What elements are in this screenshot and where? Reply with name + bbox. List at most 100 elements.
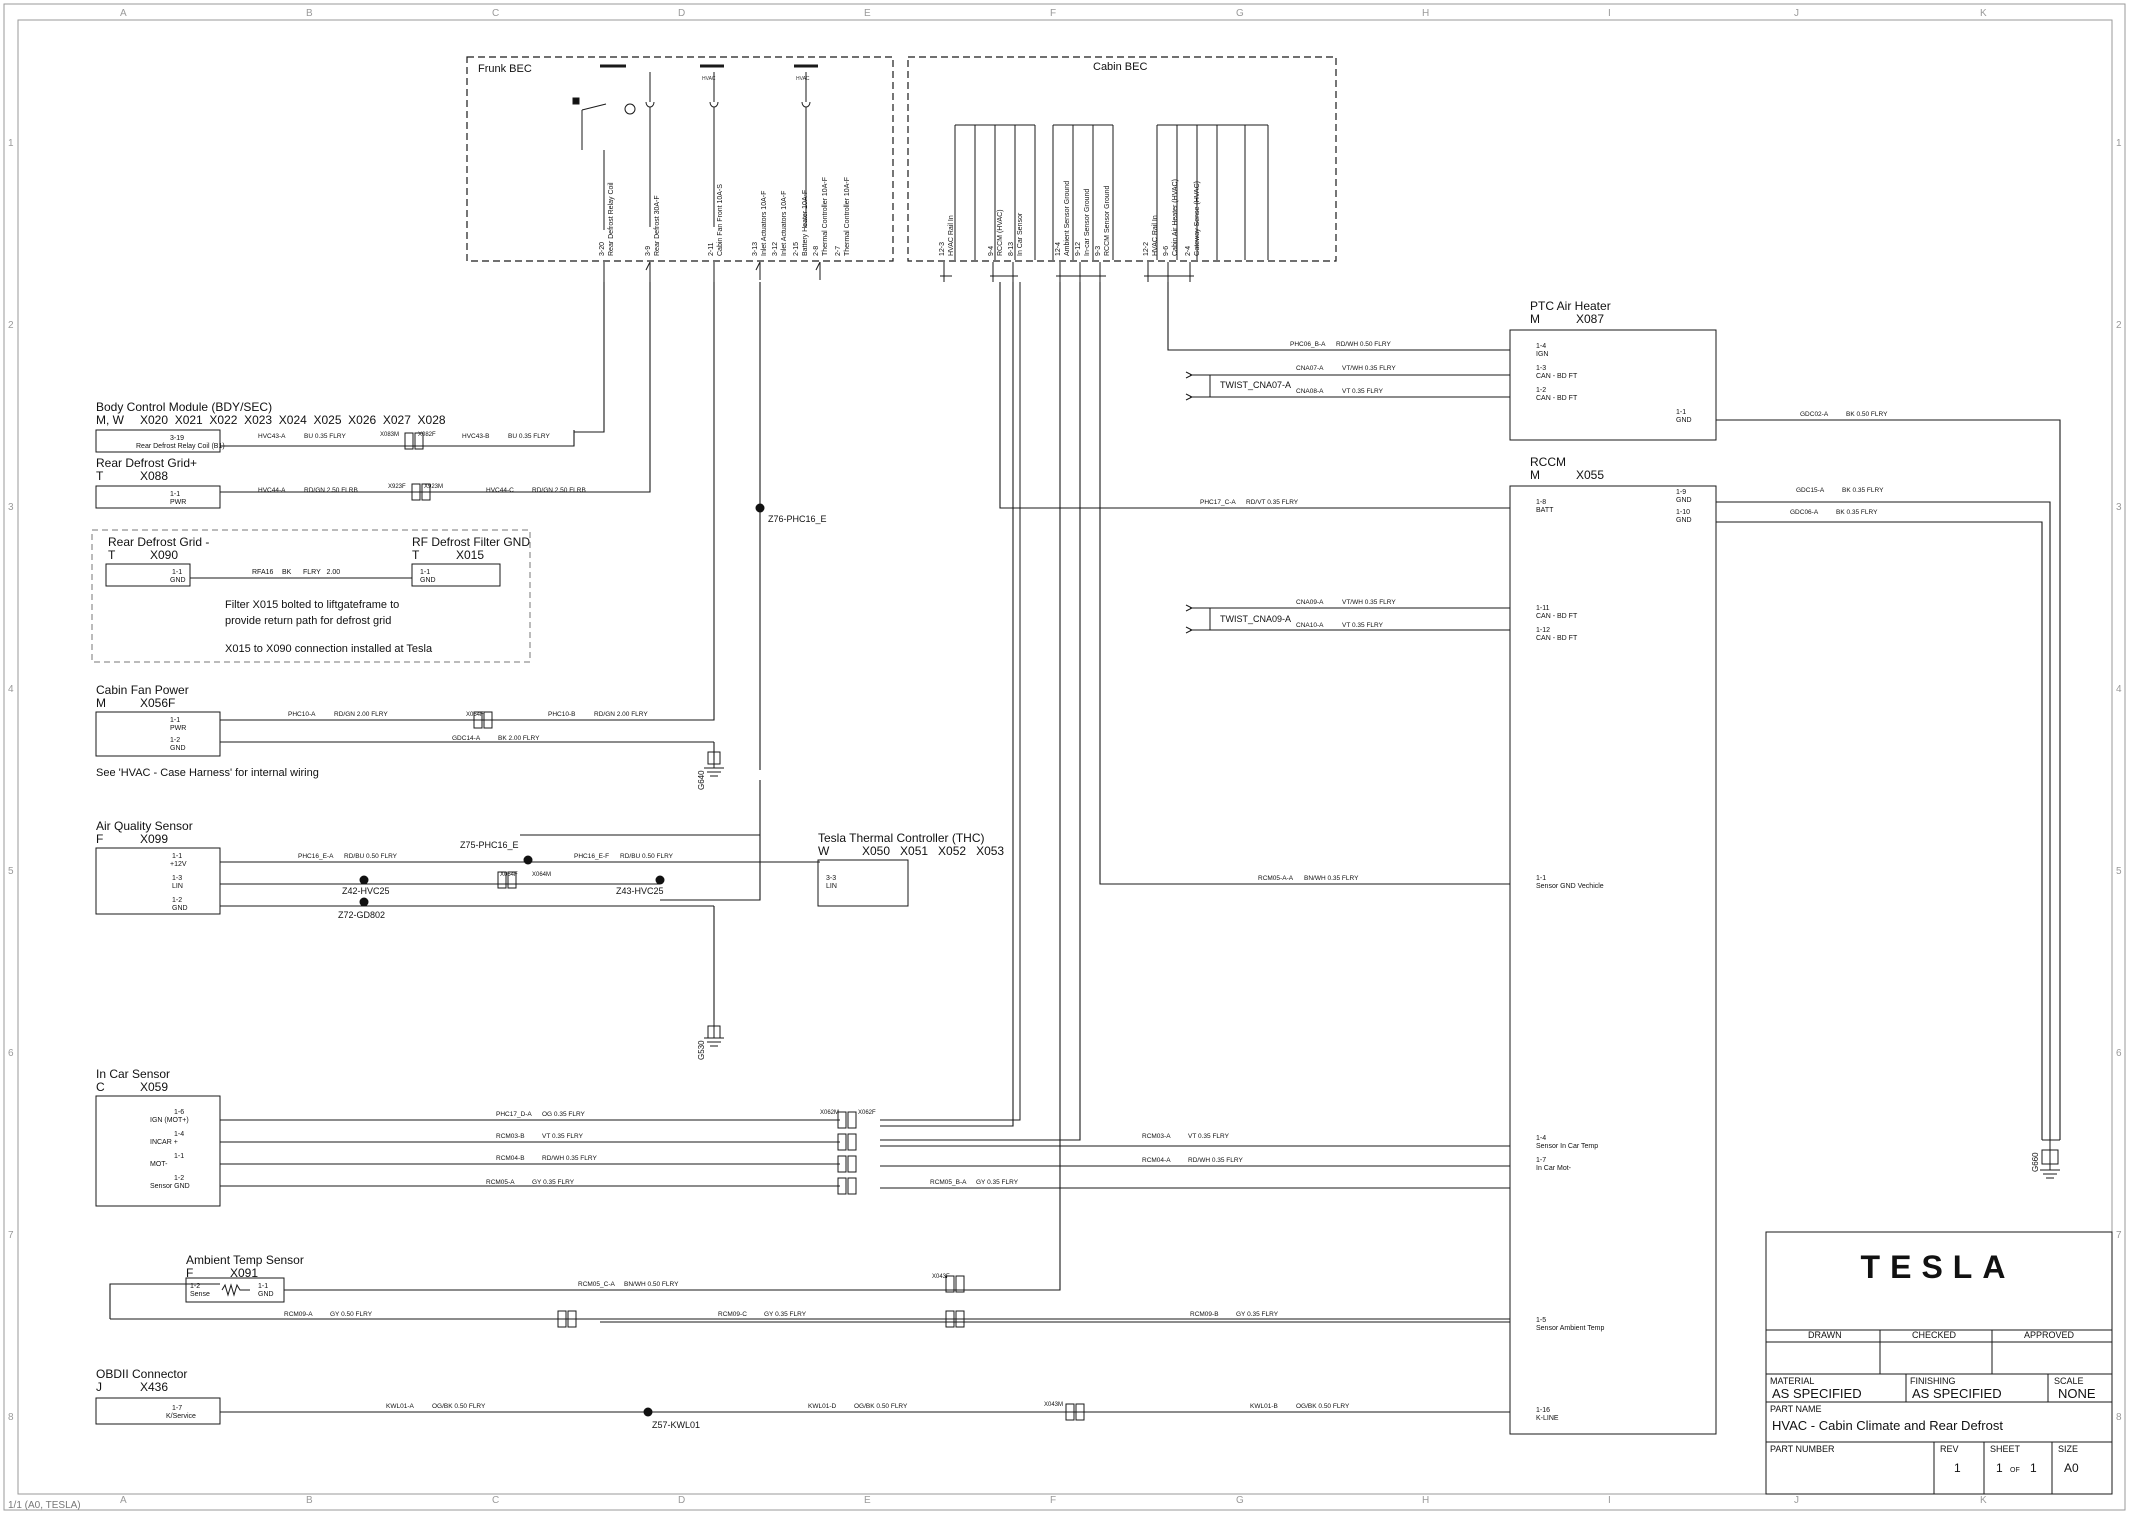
frunk-feed-label-2: HVAC bbox=[796, 76, 810, 82]
rear-defrost-minus-pin: 1-1 bbox=[172, 569, 182, 576]
wire-label: GDC14-A bbox=[452, 735, 481, 742]
rccm-name: RCCM bbox=[1530, 455, 1566, 469]
frunk-fuse-pin-0: 3-20 bbox=[599, 242, 606, 256]
inline-connector-half-a bbox=[837, 1133, 847, 1151]
rear-defrost-plus-pin-label: PWR bbox=[170, 499, 186, 506]
grid-row-right-4: 4 bbox=[2116, 684, 2122, 695]
filter-note-2: provide return path for defrost grid bbox=[225, 615, 391, 627]
sheet-value: 1 bbox=[1996, 1461, 2003, 1475]
rear-defrost-plus-block: Rear Defrost Grid+ T X088 1-1 PWR bbox=[95, 456, 221, 509]
twist-labels: TWIST_CNA07-A TWIST_CNA09-A bbox=[1185, 371, 1291, 634]
splice-dot-2 bbox=[359, 875, 369, 885]
splice-dot-1 bbox=[523, 855, 533, 865]
wire-spec: BK 0.35 FLRY bbox=[1836, 509, 1878, 516]
grid-row-left-8: 8 bbox=[8, 1412, 14, 1423]
frunk-fuse-name-1: Rear Defrost 30A-F bbox=[654, 195, 661, 256]
cabin-fan-pin-2-label: GND bbox=[170, 745, 186, 752]
inline-connector-half-b bbox=[955, 1310, 965, 1328]
inline-connector-half-b bbox=[847, 1155, 857, 1173]
wire-label: GDC02-A bbox=[1800, 411, 1829, 418]
part-number-label: PART NUMBER bbox=[1770, 1444, 1835, 1454]
ground-g530: G530 bbox=[697, 1040, 706, 1060]
rear-defrost-minus-pin-label: GND bbox=[170, 577, 186, 584]
cabin-fuse-name-7: Cabin Air Heater (HVAC) bbox=[1172, 179, 1179, 256]
rccm-pin-9: 1-16 bbox=[1536, 1407, 1550, 1414]
splice-label-3: Z43-HVC25 bbox=[616, 886, 664, 896]
wire-spec: BN/WH 0.35 FLRY bbox=[1304, 875, 1359, 882]
wire-spec: GY 0.50 FLRY bbox=[330, 1311, 373, 1318]
inline-connector-half-a bbox=[945, 1310, 955, 1328]
frunk-fuse-name-2: Cabin Fan Front 10A-S bbox=[717, 184, 724, 256]
inline-connector-half-b bbox=[421, 483, 431, 501]
wire-spec: OG 0.35 FLRY bbox=[542, 1111, 586, 1118]
grid-col-top-G: G bbox=[1236, 8, 1244, 19]
rccm-pin-label-2: GND bbox=[1676, 517, 1692, 524]
splice-label-1: Z75-PHC16_E bbox=[460, 840, 519, 850]
cabin-bec-title: Cabin BEC bbox=[1093, 61, 1147, 73]
inline-label-x062f: X062F bbox=[858, 1110, 876, 1116]
rear-defrost-plus-id: X088 bbox=[140, 469, 168, 483]
inline-connector-half-b bbox=[1075, 1403, 1085, 1421]
filter-note-1: Filter X015 bolted to liftgateframe to bbox=[225, 599, 399, 611]
grid-col-bottom-K: K bbox=[1980, 1495, 1987, 1506]
grid-row-left-2: 2 bbox=[8, 320, 14, 331]
cabin-fuse-name-8: Gateway Sense (HVAC) bbox=[1194, 181, 1201, 256]
grid-row-left-4: 4 bbox=[8, 684, 14, 695]
wire-label: HVC44-A bbox=[258, 487, 286, 494]
material-label: MATERIAL bbox=[1770, 1376, 1814, 1386]
frunk-fuse-pin-3: 3-13 bbox=[752, 242, 759, 256]
wire-label: RCM04-B bbox=[496, 1155, 525, 1162]
wire-spec: GY 0.35 FLRY bbox=[976, 1179, 1019, 1186]
wire-spec: RD/GN 2.50 FLRB bbox=[304, 487, 358, 494]
rev-value: 1 bbox=[1954, 1461, 1961, 1475]
splice-dot-5 bbox=[643, 1407, 653, 1417]
grid-row-right-2: 2 bbox=[2116, 320, 2122, 331]
rear-defrost-minus-id: X090 bbox=[150, 548, 178, 562]
cabin-fuse-pin-0: 12-3 bbox=[939, 242, 946, 256]
rccm-pin-3: 1-11 bbox=[1536, 605, 1550, 612]
thc-connectors: X050 X051 X052 X053 bbox=[862, 844, 1004, 858]
wire-label: RCM09-B bbox=[1190, 1311, 1219, 1318]
cabin-fuse-name-4: In-car Sensor Ground bbox=[1084, 189, 1091, 256]
wire-label: RCM05_B-A bbox=[930, 1179, 967, 1186]
cabin-fuse-name-3: Ambient Sensor Ground bbox=[1064, 181, 1071, 256]
thc-pin: 3-3 bbox=[826, 875, 836, 882]
inline-label-x083m: X083M bbox=[380, 432, 399, 438]
grid-col-bottom-C: C bbox=[492, 1495, 499, 1506]
finishing-value: AS SPECIFIED bbox=[1912, 1386, 2002, 1401]
twist-label-2: TWIST_CNA09-A bbox=[1220, 614, 1291, 624]
rear-defrost-plus-name: Rear Defrost Grid+ bbox=[96, 456, 197, 470]
rccm-pin-label-3: CAN - BD FT bbox=[1536, 613, 1578, 620]
inline-connector-half-a bbox=[404, 432, 414, 450]
aq-pin-2-label: LIN bbox=[172, 883, 183, 890]
inline-connector-half-a bbox=[837, 1155, 847, 1173]
rear-defrost-plus-pin: 1-1 bbox=[170, 491, 180, 498]
rf-filter-name: RF Defrost Filter GND bbox=[412, 535, 530, 549]
rev-label: REV bbox=[1940, 1444, 1959, 1454]
wire-spec: VT 0.35 FLRY bbox=[1188, 1133, 1230, 1140]
rf-filter-id: X015 bbox=[456, 548, 484, 562]
ptc-pin-4-label: GND bbox=[1676, 417, 1692, 424]
wire-spec: VT 0.35 FLRY bbox=[1342, 388, 1384, 395]
rccm-pin-6: 1-4 bbox=[1536, 1135, 1546, 1142]
rccm-pin-7: 1-7 bbox=[1536, 1157, 1546, 1164]
frunk-fuse-pin-5: 2-15 bbox=[793, 242, 800, 256]
inline-connector-half-a bbox=[945, 1275, 955, 1293]
air-quality-id: X099 bbox=[140, 832, 168, 846]
approved-label: APPROVED bbox=[2024, 1330, 2075, 1340]
finishing-label: FINISHING bbox=[1910, 1376, 1956, 1386]
wire-spec: RD/GN 2.50 FLRB bbox=[532, 487, 586, 494]
inline-connector-half-b bbox=[847, 1177, 857, 1195]
grid-row-right-8: 8 bbox=[2116, 1412, 2122, 1423]
wire-spec: GY 0.35 FLRY bbox=[1236, 1311, 1279, 1318]
air-quality-block: Air Quality Sensor F X099 1-1 +12V 1-3 L… bbox=[95, 819, 820, 915]
frunk-fuse-name-4: Inlet Actuators 10A-F bbox=[781, 191, 788, 256]
splice-label-4: Z72-GD802 bbox=[338, 910, 385, 920]
thc-pin-label: LIN bbox=[826, 883, 837, 890]
rfa16-wire-label: RFA16 bbox=[252, 569, 274, 576]
ground-g640: G640 bbox=[697, 770, 706, 790]
